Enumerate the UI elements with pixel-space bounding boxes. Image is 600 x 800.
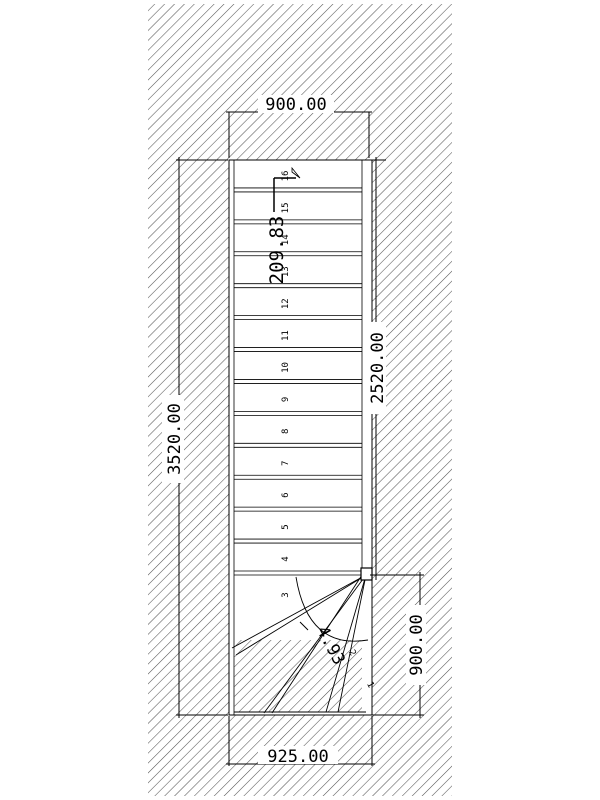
step-number: 7 — [281, 461, 291, 466]
dim-landing-length-label: 900.00 — [407, 614, 427, 675]
stair-steps: 45678910111213141516123 — [234, 159, 375, 690]
step-number: 3 — [281, 592, 291, 597]
winder-lines — [231, 574, 369, 714]
dim-right-bg — [366, 322, 386, 414]
dim-left-bg — [162, 395, 184, 483]
dim-landing-bg — [406, 605, 426, 685]
step-number: 4 — [281, 556, 291, 561]
step-number: 13 — [281, 266, 291, 277]
dim-209-label: 209.83 — [266, 216, 288, 285]
angle-tick — [299, 621, 309, 631]
step-number: 14 — [281, 234, 291, 245]
step-number: 9 — [281, 397, 291, 402]
dim-bottom-bg — [258, 746, 338, 764]
step-number: 5 — [281, 524, 291, 529]
walking-line — [273, 177, 296, 212]
step-number: 11 — [281, 330, 291, 341]
step-number: 12 — [281, 298, 291, 309]
step-number: 15 — [281, 202, 291, 213]
step-number: 16 — [281, 171, 291, 182]
newel-post — [360, 567, 373, 581]
step-number: 8 — [281, 429, 291, 434]
dim-top-bg — [258, 95, 334, 113]
step-number: 6 — [281, 492, 291, 497]
stair-well — [228, 159, 373, 716]
landing-hatch — [234, 640, 362, 712]
step-number: 10 — [281, 362, 291, 373]
dim-flight-length-label: 2520.00 — [368, 332, 388, 404]
dim-total-length-label: 3520.00 — [165, 403, 185, 475]
dim-bottom-width-label: 925.00 — [267, 747, 328, 767]
dim-top-width-label: 900.00 — [265, 95, 326, 115]
step-number: 1 — [364, 680, 375, 689]
arrow-head — [291, 166, 301, 179]
